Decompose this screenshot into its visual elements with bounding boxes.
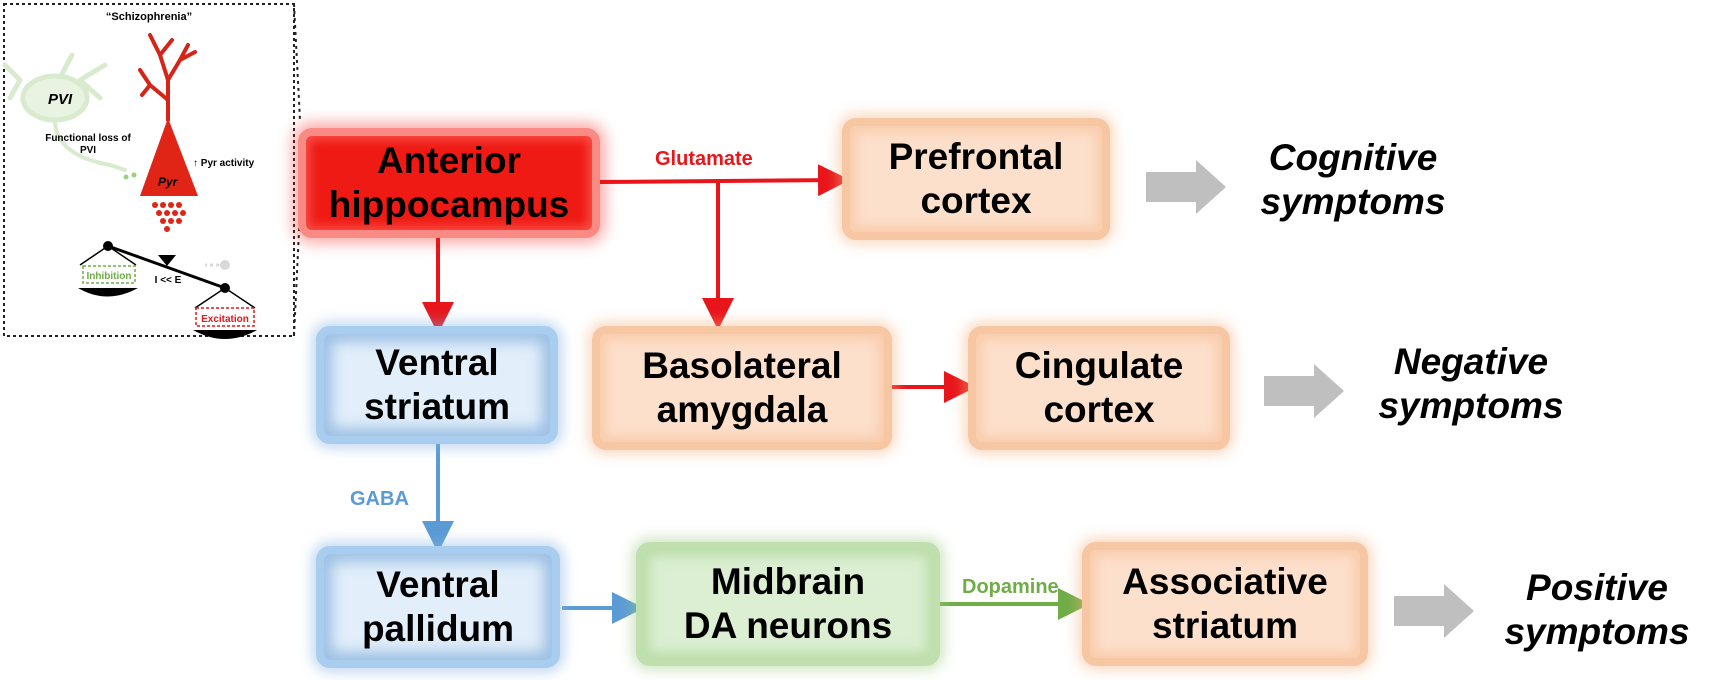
box-label: Anterior (377, 140, 521, 182)
box-label: hippocampus (328, 184, 570, 225)
midbrain-da-neurons-box: Midbrain DA neurons (636, 542, 940, 666)
inhibition-label: Inhibition (87, 271, 132, 282)
box-label: Midbrain (710, 561, 866, 603)
box-label: Associative (1122, 561, 1328, 603)
box-label: amygdala (656, 389, 828, 430)
inset-frame (3, 3, 295, 337)
excitation-box (195, 307, 255, 327)
associative-striatum-box: Associative striatum (1082, 542, 1368, 666)
gaba-label: GABA (350, 488, 409, 510)
symptom-label: symptoms (1260, 181, 1446, 223)
glutamate-vesicles (152, 202, 186, 232)
box-label: Cingulate (1014, 345, 1184, 387)
box-label: striatum (364, 386, 510, 427)
symptom-label: Positive (1526, 567, 1668, 608)
anterior-hippocampus-box: Anterior hippocampus (298, 128, 600, 238)
box-label: DA neurons (683, 605, 893, 646)
symptom-label: Negative (1393, 341, 1549, 382)
inset-connector-line (293, 3, 301, 121)
box-label: Ventral (376, 564, 500, 606)
excitation-label: Excitation (201, 314, 249, 325)
balance-scale-icon (78, 241, 257, 339)
schizophrenia-inset: “Schizophrenia” PVI Functional loss of P… (2, 3, 295, 339)
ventral-striatum-box: Ventral striatum (316, 326, 558, 444)
hippocampus-to-prefrontal-arrow (599, 164, 850, 197)
negative-outcome-arrow (1264, 364, 1344, 418)
functional-loss-line1: Functional loss of (45, 133, 131, 144)
pyramidal-soma (140, 118, 198, 196)
prefrontal-cortex-box: Prefrontal cortex (842, 118, 1110, 240)
positive-symptoms-text: Positive symptoms (1492, 566, 1702, 655)
pvi-neuron-icon (2, 52, 127, 172)
basolateral-amygdala-box: Basolateral amygdala (592, 326, 892, 450)
box-label: cortex (1043, 389, 1155, 430)
box-label: Basolateral (642, 345, 842, 387)
cognitive-symptoms-text: Cognitive symptoms (1248, 136, 1458, 225)
pyramidal-neuron-icon (138, 33, 197, 122)
negative-symptoms-text: Negative symptoms (1366, 340, 1576, 429)
ratio-label: I << E (155, 275, 182, 286)
symptom-label: Cognitive (1268, 137, 1438, 178)
box-label: cortex (920, 180, 1032, 221)
pvi-synapse-dot (131, 172, 137, 178)
box-label: Ventral (375, 342, 499, 384)
cognitive-outcome-arrow (1146, 160, 1226, 214)
cingulate-cortex-box: Cingulate cortex (968, 326, 1230, 450)
pyr-label: Pyr (158, 175, 179, 189)
ventral-pallidum-box: Ventral pallidum (316, 546, 560, 668)
box-label: striatum (1152, 605, 1298, 646)
dopamine-label: Dopamine (962, 576, 1059, 598)
functional-loss-line2: PVI (80, 145, 96, 156)
inset-title: “Schizophrenia” (106, 11, 192, 23)
pvi-synapse-dot (123, 174, 129, 180)
positive-outcome-arrow (1394, 584, 1474, 638)
pyr-activity-label: ↑ Pyr activity (193, 158, 255, 169)
box-label: Prefrontal (888, 136, 1064, 178)
glutamate-label: Glutamate (655, 148, 753, 170)
symptom-label: symptoms (1378, 385, 1564, 427)
inhibition-box (82, 265, 136, 284)
box-label: pallidum (361, 608, 515, 649)
symptom-label: symptoms (1504, 611, 1690, 653)
pvi-label: PVI (48, 91, 73, 108)
